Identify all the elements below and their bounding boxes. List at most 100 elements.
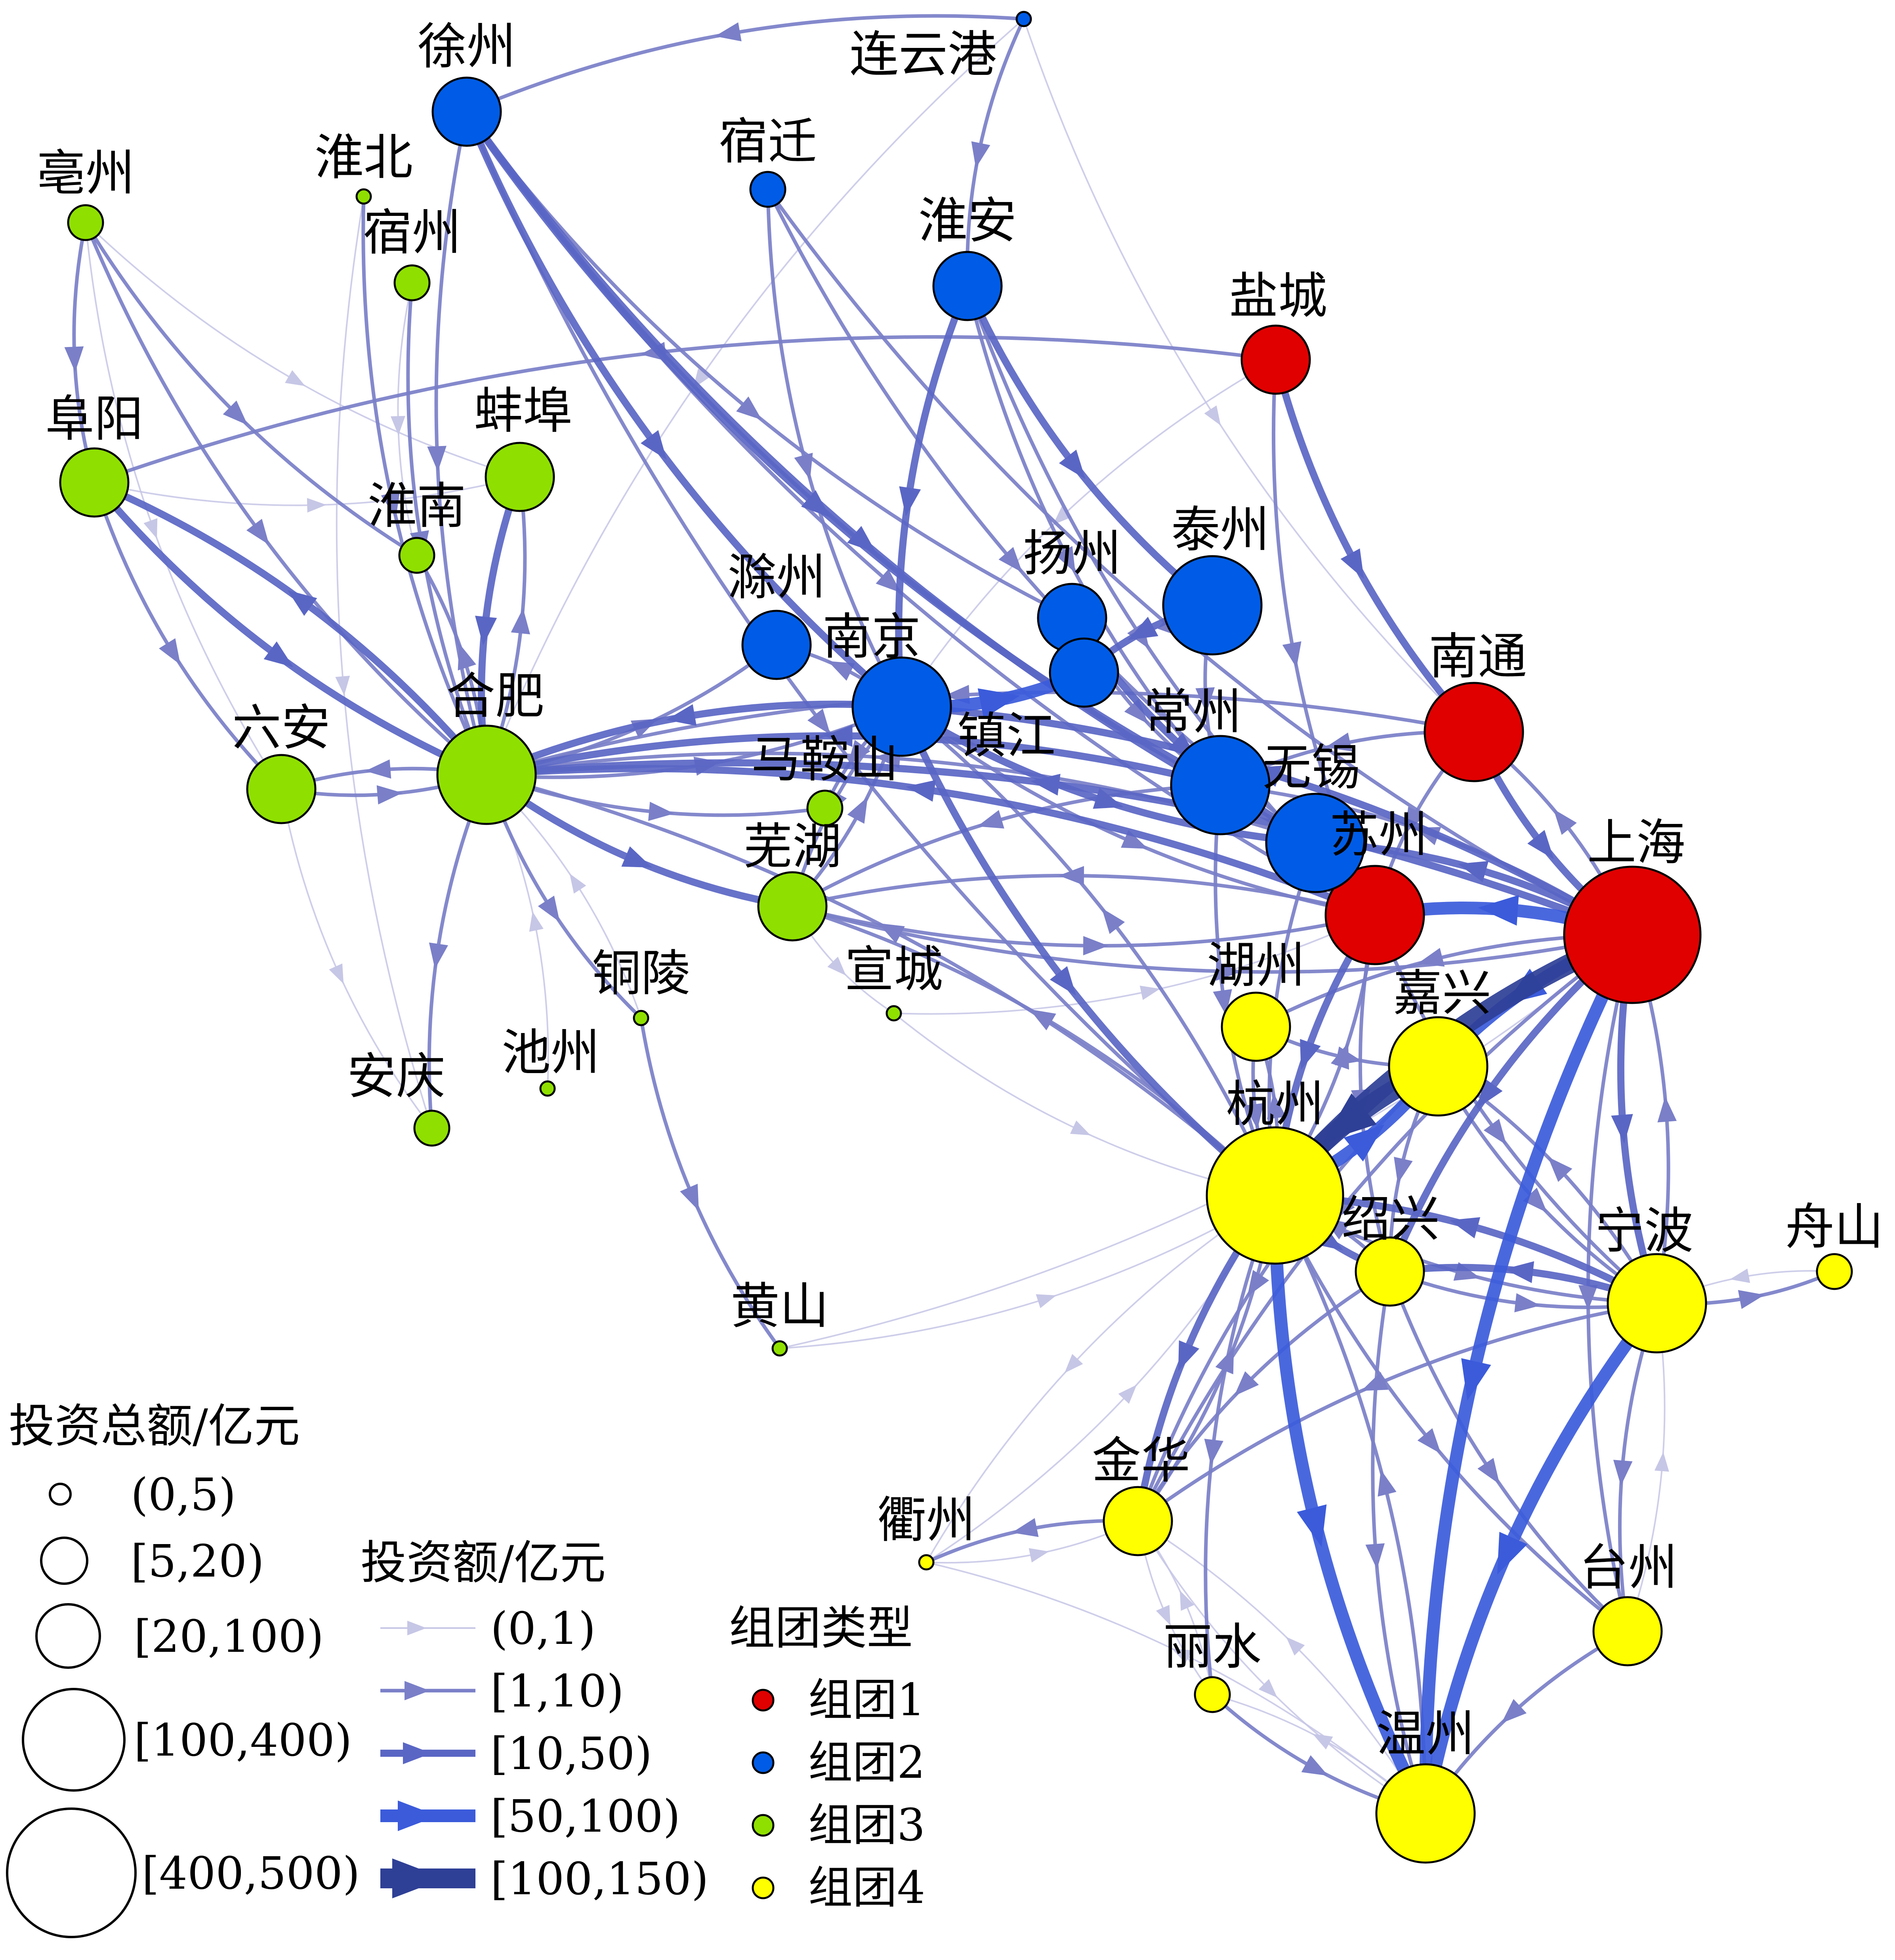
size-legend-item: [20,100) (35, 1603, 324, 1669)
edge-legend-label: (0,1) (490, 1603, 596, 1655)
edge-changzhou-hefei (483, 732, 1224, 789)
edge-hangzhou-hefei (485, 773, 1277, 1197)
edge-xuzhou-nanjing (463, 108, 905, 710)
edge-arrowhead (1449, 1217, 1481, 1239)
edge-arrowhead (1204, 1439, 1223, 1465)
node-label-anqing: 安庆 (347, 1048, 445, 1105)
edge-arrowhead (1548, 1157, 1572, 1182)
edge-arrowhead (1553, 809, 1577, 835)
edge-arrowhead (1361, 1372, 1389, 1391)
edge-arrowhead (794, 453, 813, 480)
node-huzhou (1221, 991, 1291, 1062)
size-legend-label: (0,5) (131, 1469, 236, 1521)
node-tongling (633, 1010, 649, 1026)
node-label-chizhou: 池州 (502, 1024, 600, 1081)
edge-hangzhou-quzhou (926, 1195, 1276, 1563)
node-anqing (413, 1110, 450, 1147)
node-label-jiaxing: 嘉兴 (1393, 965, 1491, 1022)
node-label-fuyang: 阜阳 (45, 391, 143, 448)
node-taizhou_js (1162, 555, 1263, 656)
edge-arrowhead (475, 616, 497, 646)
edge-legend-label: [1,10) (490, 1666, 624, 1717)
edge-arrowhead (335, 675, 350, 696)
node-jiaxing (1388, 1016, 1489, 1117)
edge-arrowhead (977, 688, 1020, 719)
size-legend-label: [100,400) (134, 1715, 352, 1766)
edge-arrowhead (538, 896, 560, 922)
edge-arrowhead (329, 963, 344, 984)
edge-legend-label: [100,150) (490, 1853, 709, 1905)
node-taizhou_zj (1592, 1596, 1663, 1666)
edge-arrowhead (1730, 1268, 1750, 1283)
edge-suzhou-hefei (483, 765, 1378, 919)
node-hangzhou (1206, 1126, 1344, 1265)
group-legend-title: 组团类型 (729, 1602, 913, 1655)
edge-huaibei-hefei (361, 194, 489, 777)
node-label-wuhu: 芜湖 (743, 818, 842, 875)
node-label-jinhua: 金华 (1092, 1432, 1190, 1489)
edge-arrowhead (1128, 616, 1158, 640)
edge-arrowhead (1323, 1093, 1377, 1142)
edge-legend-arrow (398, 1800, 438, 1831)
edge-arrowhead (1504, 1261, 1534, 1283)
edge-arrowhead (1343, 1124, 1385, 1162)
edge-arrowhead (641, 430, 667, 460)
node-label-yancheng: 盐城 (1229, 268, 1327, 325)
node-chuzhou (741, 610, 812, 680)
edge-bozhou-luan (85, 222, 282, 790)
edge-arrowhead (1461, 1358, 1491, 1401)
edge-arrowhead (1172, 1648, 1192, 1664)
edge-arrowhead (1477, 895, 1519, 926)
edge-arrowhead (977, 810, 1004, 829)
node-shanghai (1563, 866, 1702, 1004)
node-label-hangzhou: 杭州 (1226, 1076, 1324, 1133)
edge-arrowhead (1216, 961, 1241, 981)
edge-legend-label: [50,100) (490, 1791, 680, 1842)
node-lishui (1194, 1676, 1231, 1713)
edge-suzhou-wuhu (790, 873, 1377, 917)
node-nanjing (851, 656, 952, 757)
edge-arrowhead (1301, 1755, 1328, 1776)
edge-arrowhead (1483, 1119, 1507, 1145)
edge-arrowhead (429, 942, 448, 969)
node-label-tongling: 铜陵 (592, 945, 690, 1002)
node-chizhou (539, 1080, 556, 1097)
edge-arrowhead (827, 957, 846, 976)
node-fuyang (59, 447, 130, 518)
edge-arrowhead (1118, 1384, 1137, 1404)
size-legend-label: [400,500) (142, 1848, 360, 1899)
node-wuxi (1265, 793, 1366, 893)
edge-arrowhead (878, 923, 905, 944)
node-label-zhenjiang: 镇江 (957, 707, 1055, 765)
edge-arrowhead (1335, 1046, 1362, 1066)
edge-arrowhead (1657, 1096, 1677, 1123)
edge-arrowhead (1613, 1460, 1633, 1486)
edge-arrowhead (1267, 1093, 1286, 1119)
edge-arrowhead (801, 490, 830, 518)
edge-arrowhead (1234, 1371, 1259, 1396)
group-legend-dot (752, 1689, 775, 1712)
legend: 投资总额/亿元 (0,5) [5,20) [20,100) [100,400) … (6, 1399, 925, 1938)
edge-arrowhead (365, 759, 391, 779)
edge-arrowhead (899, 486, 921, 517)
group-legend-label: 组团1 (808, 1674, 925, 1726)
node-label-suzhou_ah: 宿州 (363, 204, 461, 261)
edge-wenzhou-quzhou (926, 1562, 1426, 1814)
edge-arrowhead (1053, 506, 1072, 525)
label-layer: 上海苏州南通盐城徐州连云港宿迁淮安扬州泰州镇江南京滁州常州无锡亳州淮北宿州阜阳蚌… (36, 18, 1884, 1763)
edge-arrowhead (1011, 1518, 1039, 1537)
edge-arrowhead (263, 641, 294, 667)
node-label-nantong: 南通 (1429, 628, 1527, 685)
edge-arrowhead (1477, 1458, 1500, 1484)
edge-arrowhead (666, 704, 697, 726)
edge-legend-arrow (407, 1621, 427, 1636)
edge-huangshan-hangzhou (779, 1195, 1276, 1349)
edge-arrowhead (648, 802, 674, 821)
node-label-huangshan: 黄山 (731, 1278, 829, 1335)
node-label-taizhou_js: 泰州 (1171, 501, 1269, 559)
edge-arrowhead (1059, 450, 1086, 479)
edge-arrowhead (1258, 1679, 1278, 1698)
edge-arrowhead (1215, 1347, 1234, 1375)
group-legend-dot (752, 1814, 775, 1837)
edge-arrowhead (1313, 1734, 1333, 1750)
